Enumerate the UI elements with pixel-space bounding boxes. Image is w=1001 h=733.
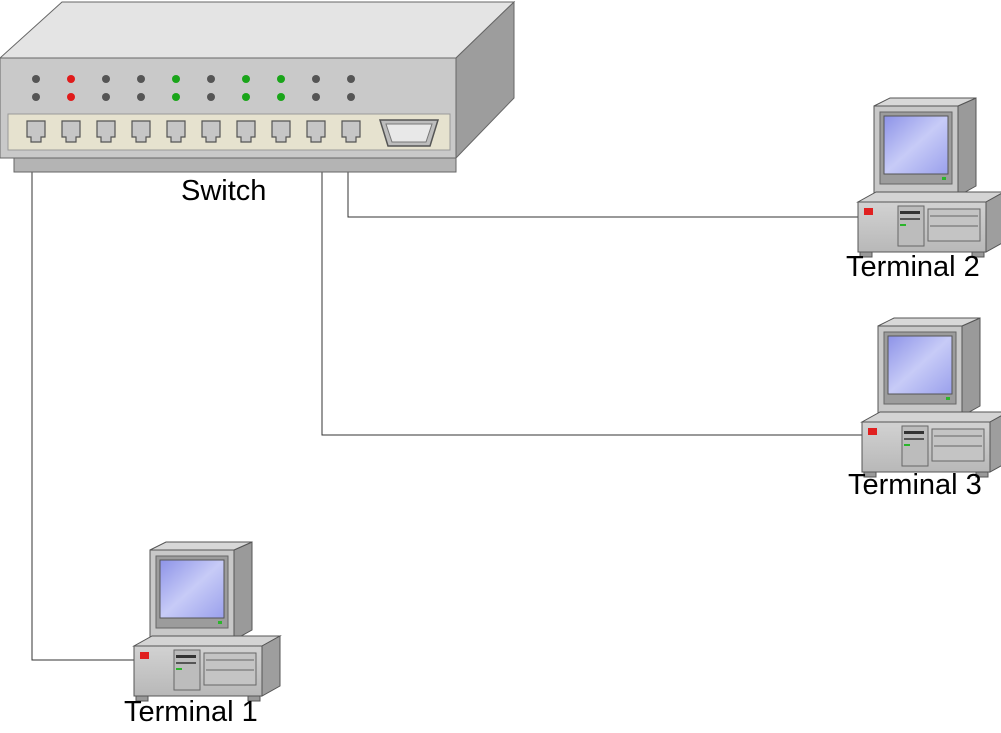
link-terminal-1 [31,140,134,661]
status-led-gray [102,93,110,101]
status-led-green [242,75,250,83]
status-led-gray [102,75,110,83]
status-led-red [67,93,75,101]
ethernet-port-7 [236,120,256,143]
ethernet-port-10 [341,120,361,143]
terminal-3-label: Terminal 3 [848,469,982,501]
console-port [378,119,440,147]
link-terminal-3 [321,140,862,436]
status-led-green [172,75,180,83]
switch-device [0,0,516,173]
ethernet-port-4 [131,120,151,143]
status-led-green [242,93,250,101]
ethernet-port-9 [306,120,326,143]
status-led-green [172,93,180,101]
status-led-gray [347,75,355,83]
terminal-3-computer-icon [861,317,1001,478]
status-led-green [277,93,285,101]
status-led-gray [207,75,215,83]
status-led-red [67,75,75,83]
ethernet-port-6 [201,120,221,143]
status-led-gray [207,93,215,101]
terminal-2-label: Terminal 2 [846,251,980,283]
switch-port-row [26,120,361,143]
switch-label: Switch [181,175,267,207]
ethernet-port-3 [96,120,116,143]
ethernet-port-8 [271,120,291,143]
status-led-gray [347,93,355,101]
status-led-gray [312,75,320,83]
status-led-gray [137,75,145,83]
status-led-green [277,75,285,83]
ethernet-port-2 [61,120,81,143]
terminal-1-label: Terminal 1 [124,696,258,728]
ethernet-port-1 [26,120,46,143]
ethernet-port-5 [166,120,186,143]
terminal-2-computer-icon [857,97,1001,258]
status-led-gray [32,93,40,101]
status-led-gray [32,75,40,83]
switch-led-panel [32,75,355,101]
status-led-gray [137,93,145,101]
terminal-1-computer-icon [133,541,281,702]
status-led-gray [312,93,320,101]
